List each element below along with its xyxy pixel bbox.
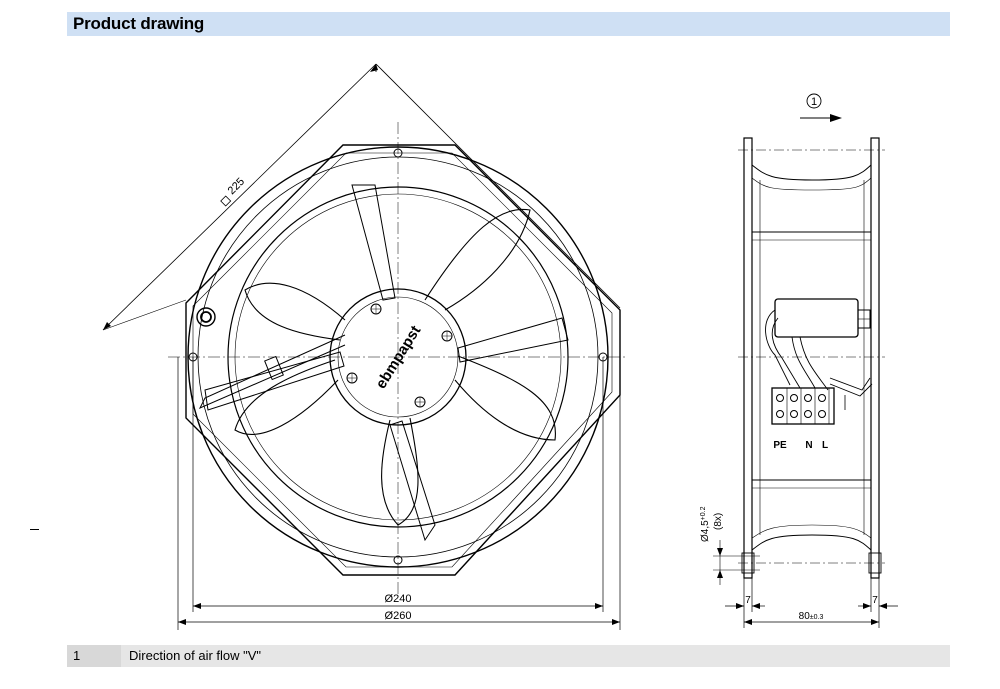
edge-mark <box>30 529 39 530</box>
diameter-dimensions: Ø240 Ø260 <box>177 357 621 630</box>
cable <box>198 334 346 410</box>
cable-gland <box>196 307 216 327</box>
motor-hub <box>329 288 467 426</box>
dim-right-label: 7 <box>872 595 878 606</box>
dim-outer-label: Ø260 <box>385 610 412 622</box>
hub-logo: ebmpapst <box>372 323 424 392</box>
front-view: 225 ebmpapst <box>102 63 628 630</box>
depth-dimensions: 7 7 80±0.3 <box>725 578 898 628</box>
legend-number-cell: 1 <box>67 645 121 667</box>
fan-blades <box>234 208 556 526</box>
side-housing <box>751 164 872 181</box>
capacitor <box>774 298 859 338</box>
hub-screws <box>346 303 453 408</box>
terminal-block <box>771 387 846 425</box>
legend-row: 1 Direction of air flow "V" <box>67 645 950 667</box>
title-bar: Product drawing <box>67 12 950 36</box>
dim-hole-count: (8x) <box>713 513 724 530</box>
terminal-label-n: N <box>805 440 812 451</box>
dim-hole-label: Ø4,5+0.2 <box>700 506 711 542</box>
legend-number: 1 <box>73 648 81 663</box>
terminal-label-pe: PE <box>773 440 787 451</box>
page-title: Product drawing <box>73 14 205 33</box>
mounting-holes <box>188 148 608 565</box>
dim-inner-label: Ø240 <box>385 593 412 605</box>
dim-left-label: 7 <box>745 595 751 606</box>
dim-depth-label: 80±0.3 <box>799 611 824 622</box>
airflow-marker-label: 1 <box>811 96 817 108</box>
wiring <box>765 309 873 397</box>
side-view: 1 <box>700 93 898 628</box>
airflow-marker: 1 <box>800 93 842 122</box>
terminal-label-l: L <box>822 440 828 451</box>
legend-text: Direction of air flow "V" <box>129 648 262 663</box>
dim-square-label: 225 <box>226 176 247 197</box>
square-dimension: 225 <box>102 63 621 331</box>
